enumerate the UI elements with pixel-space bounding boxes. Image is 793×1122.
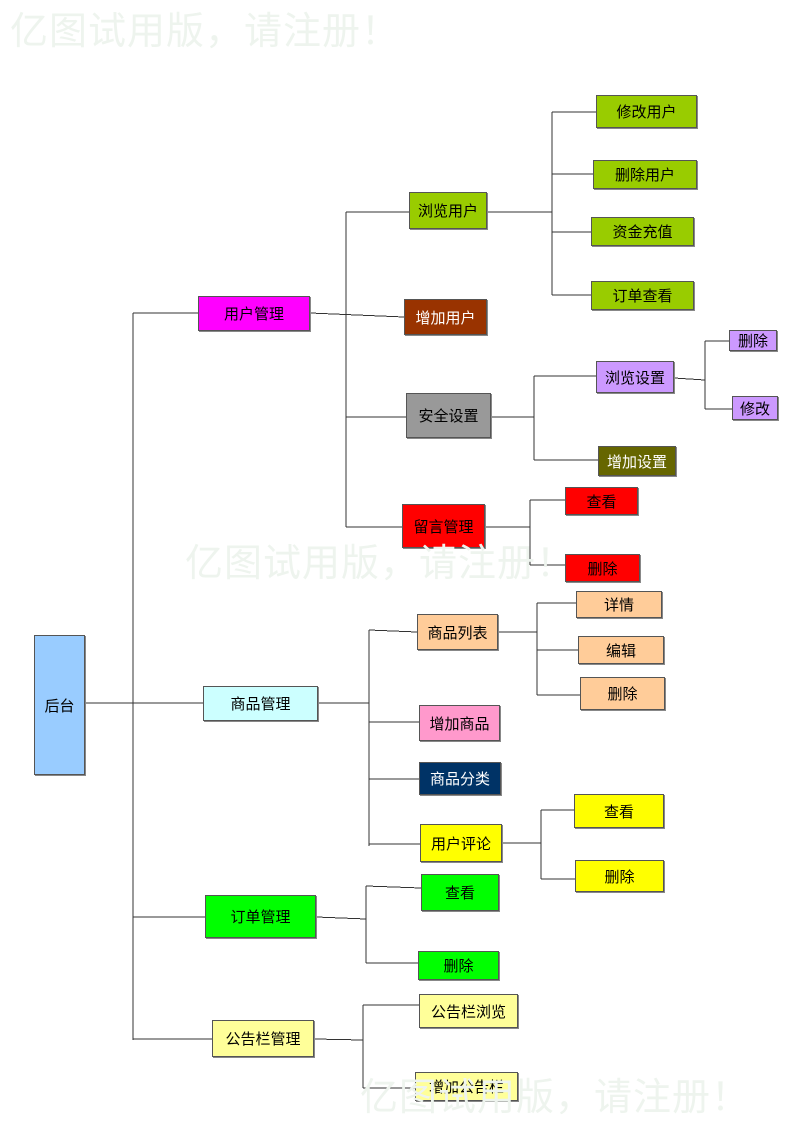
node-comment-delete: 删除 <box>575 860 664 892</box>
node-label: 删除用户 <box>614 166 675 184</box>
node-goods-delete: 删除 <box>580 677 665 710</box>
node-settings-delete: 删除 <box>729 330 777 351</box>
node-label: 资金充值 <box>612 223 673 241</box>
node-label: 删除 <box>443 957 474 975</box>
node-recharge: 资金充值 <box>591 217 694 246</box>
connector <box>673 377 706 381</box>
node-goods-management: 商品管理 <box>203 686 318 721</box>
node-label: 编辑 <box>605 641 636 660</box>
node-label: 留言管理 <box>413 517 474 536</box>
node-label: 查看 <box>586 492 617 511</box>
node-label: 删除 <box>587 559 618 578</box>
node-label: 公告栏管理 <box>225 1030 301 1048</box>
node-goods-list: 商品列表 <box>417 614 498 650</box>
node-security-settings: 安全设置 <box>406 393 491 438</box>
node-label: 增加公告栏 <box>428 1078 504 1096</box>
connector <box>365 885 422 889</box>
node-delete-user: 删除用户 <box>593 160 697 189</box>
node-label: 商品列表 <box>427 623 488 642</box>
node-label: 增加设置 <box>606 452 667 471</box>
node-goods-edit: 编辑 <box>578 636 664 664</box>
node-edit-user: 修改用户 <box>596 95 697 128</box>
node-notice-browse: 公告栏浏览 <box>419 994 518 1028</box>
node-label: 详情 <box>603 596 634 614</box>
connector <box>313 1038 364 1041</box>
node-label: 修改用户 <box>616 103 677 121</box>
node-goods-category: 商品分类 <box>419 762 501 795</box>
node-user-management: 用户管理 <box>198 296 310 331</box>
node-order-view-user: 订单查看 <box>591 281 694 310</box>
node-label: 增加商品 <box>429 714 490 733</box>
node-label: 订单查看 <box>612 287 673 305</box>
node-label: 用户评论 <box>430 834 491 853</box>
node-add-settings: 增加设置 <box>598 446 676 476</box>
node-label: 浏览用户 <box>417 202 478 220</box>
node-order-management: 订单管理 <box>205 895 316 938</box>
node-order-delete: 删除 <box>418 951 499 980</box>
node-add-goods: 增加商品 <box>419 705 500 741</box>
node-goods-detail: 详情 <box>576 591 662 618</box>
node-message-view: 查看 <box>565 487 638 515</box>
node-label: 修改 <box>739 399 770 418</box>
node-root: 后台 <box>34 635 85 775</box>
node-label: 查看 <box>444 884 475 902</box>
node-label: 删除 <box>604 867 635 886</box>
node-order-view: 查看 <box>421 874 499 911</box>
node-notice-add: 增加公告栏 <box>415 1072 518 1101</box>
node-label: 后台 <box>44 696 75 715</box>
node-label: 订单管理 <box>230 908 291 926</box>
node-label: 公告栏浏览 <box>430 1002 506 1021</box>
node-label: 商品管理 <box>230 695 291 713</box>
node-settings-edit: 修改 <box>732 396 778 420</box>
node-notice-management: 公告栏管理 <box>212 1020 314 1057</box>
node-label: 删除 <box>607 685 638 703</box>
node-browse-users: 浏览用户 <box>409 192 487 229</box>
connector <box>368 629 418 633</box>
node-message-management: 留言管理 <box>402 504 485 548</box>
node-label: 增加用户 <box>415 308 476 327</box>
connector <box>315 916 367 920</box>
node-user-comments: 用户评论 <box>420 824 502 862</box>
connector <box>309 312 405 318</box>
node-add-user: 增加用户 <box>404 299 487 335</box>
node-label: 删除 <box>737 332 768 350</box>
node-label: 安全设置 <box>418 407 479 425</box>
node-browse-settings: 浏览设置 <box>596 361 674 393</box>
node-label: 用户管理 <box>223 305 284 323</box>
node-comment-view: 查看 <box>574 794 664 828</box>
node-label: 查看 <box>603 802 634 821</box>
node-label: 商品分类 <box>429 770 490 788</box>
node-label: 浏览设置 <box>604 368 665 387</box>
node-message-delete: 删除 <box>565 554 640 582</box>
